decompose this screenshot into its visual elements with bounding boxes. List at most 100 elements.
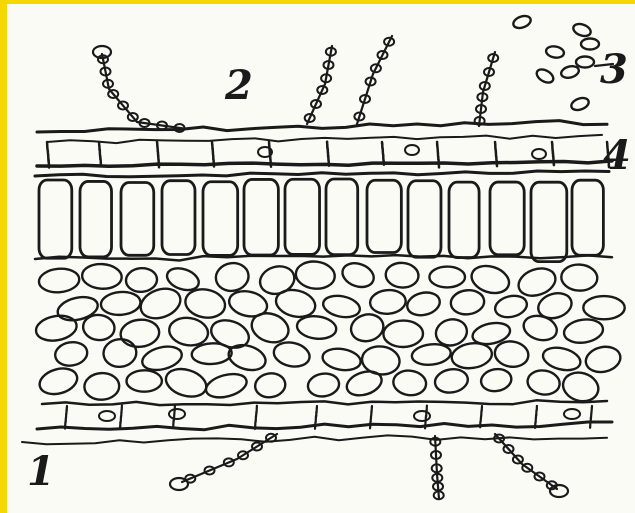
palisade-cell xyxy=(449,182,479,257)
palisade-cell xyxy=(367,180,401,252)
spongy-cell xyxy=(411,342,452,366)
spongy-cell xyxy=(102,338,137,369)
nucleus xyxy=(169,409,185,419)
epidermis-wall xyxy=(47,142,49,168)
label-3: 3 xyxy=(600,50,628,90)
nucleus xyxy=(99,411,115,421)
spongy-cell xyxy=(450,289,486,317)
spongy-mesophyll xyxy=(34,259,625,405)
spore xyxy=(512,14,533,30)
palisade-cell xyxy=(244,179,278,255)
spore xyxy=(570,96,591,112)
spongy-cell xyxy=(583,344,623,376)
spongy-cell xyxy=(214,260,251,293)
spore xyxy=(576,57,594,68)
spongy-cell xyxy=(562,317,604,345)
label-2: 2 xyxy=(225,66,253,106)
spongy-cell xyxy=(294,260,336,291)
spongy-cell xyxy=(119,318,160,349)
palisade-layer xyxy=(35,171,612,262)
nucleus xyxy=(564,409,580,419)
spongy-cell xyxy=(137,284,185,324)
spongy-cell xyxy=(433,367,469,395)
spongy-cell xyxy=(344,367,385,399)
label-4: 4 xyxy=(603,136,631,176)
leaf-cross-section-diagram xyxy=(7,4,635,513)
palisade-cell xyxy=(121,182,154,255)
epidermis-wall xyxy=(382,142,384,165)
spongy-cell xyxy=(306,372,340,399)
epidermis-wall xyxy=(480,406,482,427)
epidermis-wall xyxy=(255,406,257,429)
palisade-cell xyxy=(39,180,72,258)
spongy-cell xyxy=(126,370,162,392)
lower-epidermis xyxy=(22,400,612,444)
spongy-cell xyxy=(100,290,141,316)
spongy-cell xyxy=(479,367,512,393)
nucleus xyxy=(532,149,546,159)
spongy-cell xyxy=(339,259,377,291)
spongy-cell xyxy=(561,264,598,292)
lower-epidermis-bottom xyxy=(37,422,612,430)
spongy-cell xyxy=(183,286,227,321)
nucleus xyxy=(414,411,430,421)
spore xyxy=(545,45,565,59)
conidium-head xyxy=(550,485,568,497)
spongy-cell xyxy=(207,316,252,353)
spongy-cell xyxy=(38,267,80,294)
spore-cluster xyxy=(512,14,613,112)
spongy-cell xyxy=(321,346,362,373)
upper-cuticle xyxy=(37,121,612,167)
spongy-cell xyxy=(392,369,428,397)
epidermis-wall xyxy=(327,142,329,166)
spongy-cell xyxy=(203,370,249,401)
palisade-cell xyxy=(203,182,238,256)
spongy-cell xyxy=(383,320,423,347)
spongy-cell xyxy=(53,340,88,368)
spore xyxy=(581,39,599,50)
spongy-cell xyxy=(55,293,100,323)
spongy-cell xyxy=(541,344,583,374)
spongy-cell xyxy=(296,314,338,341)
spongy-cell xyxy=(369,289,406,316)
palisade-bottom xyxy=(35,255,612,260)
palisade-cell xyxy=(285,179,320,254)
spongy-cell xyxy=(82,313,116,341)
epidermis-wall xyxy=(590,406,592,428)
spongy-cell xyxy=(37,364,81,398)
spongy-cell xyxy=(81,263,122,290)
spongy-cell xyxy=(34,313,79,344)
spongy-cell xyxy=(429,267,465,288)
epidermis-wall xyxy=(99,142,101,166)
spongy-cell xyxy=(254,371,287,399)
epidermis-wall xyxy=(120,406,122,428)
spongy-cell xyxy=(167,315,210,348)
palisade-cell xyxy=(572,180,603,255)
nucleus xyxy=(405,145,419,155)
spongy-cell xyxy=(272,339,312,369)
palisade-top xyxy=(35,171,609,177)
epidermis-wall xyxy=(535,406,537,428)
spongy-cell xyxy=(385,262,420,289)
palisade-cell xyxy=(326,179,358,255)
spongy-cell xyxy=(493,293,529,321)
spongy-cell xyxy=(257,262,298,297)
lower-hypha-stalk xyxy=(495,434,557,489)
spore xyxy=(534,67,555,86)
cuticle-line xyxy=(47,135,602,143)
epidermis-wall xyxy=(65,406,67,429)
spongy-cell xyxy=(226,341,269,374)
spongy-cell xyxy=(583,296,624,319)
cuticle-line xyxy=(37,121,607,132)
spongy-cell xyxy=(227,288,270,320)
spongy-cell xyxy=(405,289,442,318)
conidiophore-stalk xyxy=(102,54,187,129)
spongy-cell xyxy=(321,293,362,320)
spongy-cell xyxy=(526,368,562,397)
lower-cuticle xyxy=(22,435,607,444)
spore xyxy=(572,22,593,38)
spongy-cell xyxy=(125,267,158,293)
spongy-cell xyxy=(84,372,120,400)
palisade-cell xyxy=(531,182,567,261)
